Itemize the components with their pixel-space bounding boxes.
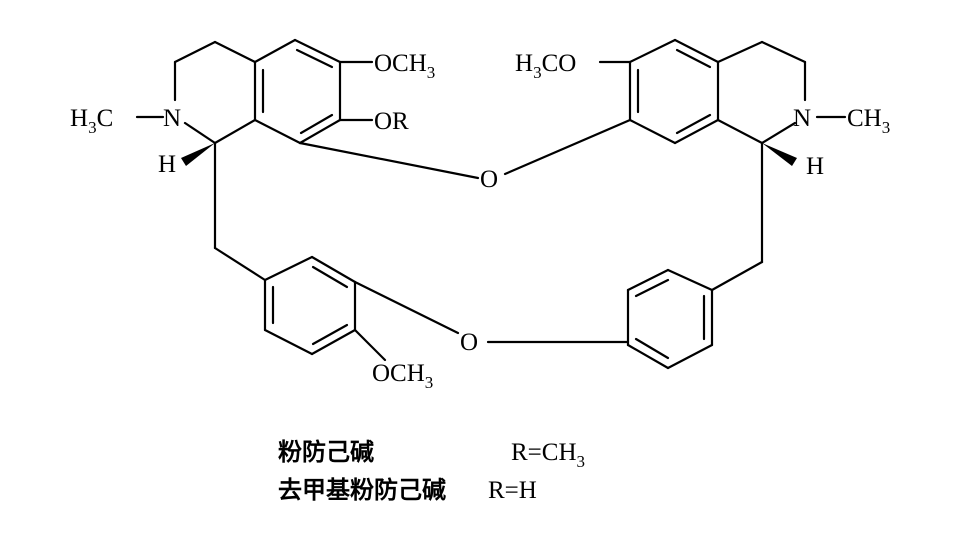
h-right-label: H (806, 153, 824, 180)
lower-right-benzene (486, 268, 714, 370)
o-upper-label: O (480, 166, 498, 193)
lower-left-benzene (263, 255, 460, 362)
och3-top-label: OCH3 (374, 50, 435, 82)
upper-ether-bridge (298, 118, 632, 180)
caption-name-1: 粉防己碱 (278, 438, 374, 466)
n-right-label: N (793, 105, 811, 132)
right-isoquinoline (598, 38, 847, 292)
or-label: OR (374, 108, 409, 135)
n-left-label: N (163, 105, 181, 132)
caption-r-2: R=H (488, 477, 537, 504)
och3-bottom-label: OCH3 (372, 360, 433, 392)
o-lower-label: O (460, 329, 478, 356)
caption: 粉防己碱 R=CH3 去甲基粉防己碱 R=H (278, 438, 585, 504)
ch3-right-label: CH3 (847, 105, 890, 137)
caption-name-2: 去甲基粉防己碱 (278, 476, 446, 504)
h3c-left-label: H3C (70, 105, 113, 137)
h3co-label: H3CO (515, 50, 576, 82)
caption-r-1: R=CH3 (511, 439, 585, 471)
h-left-label: H (158, 151, 176, 178)
left-isoquinoline (135, 38, 374, 282)
